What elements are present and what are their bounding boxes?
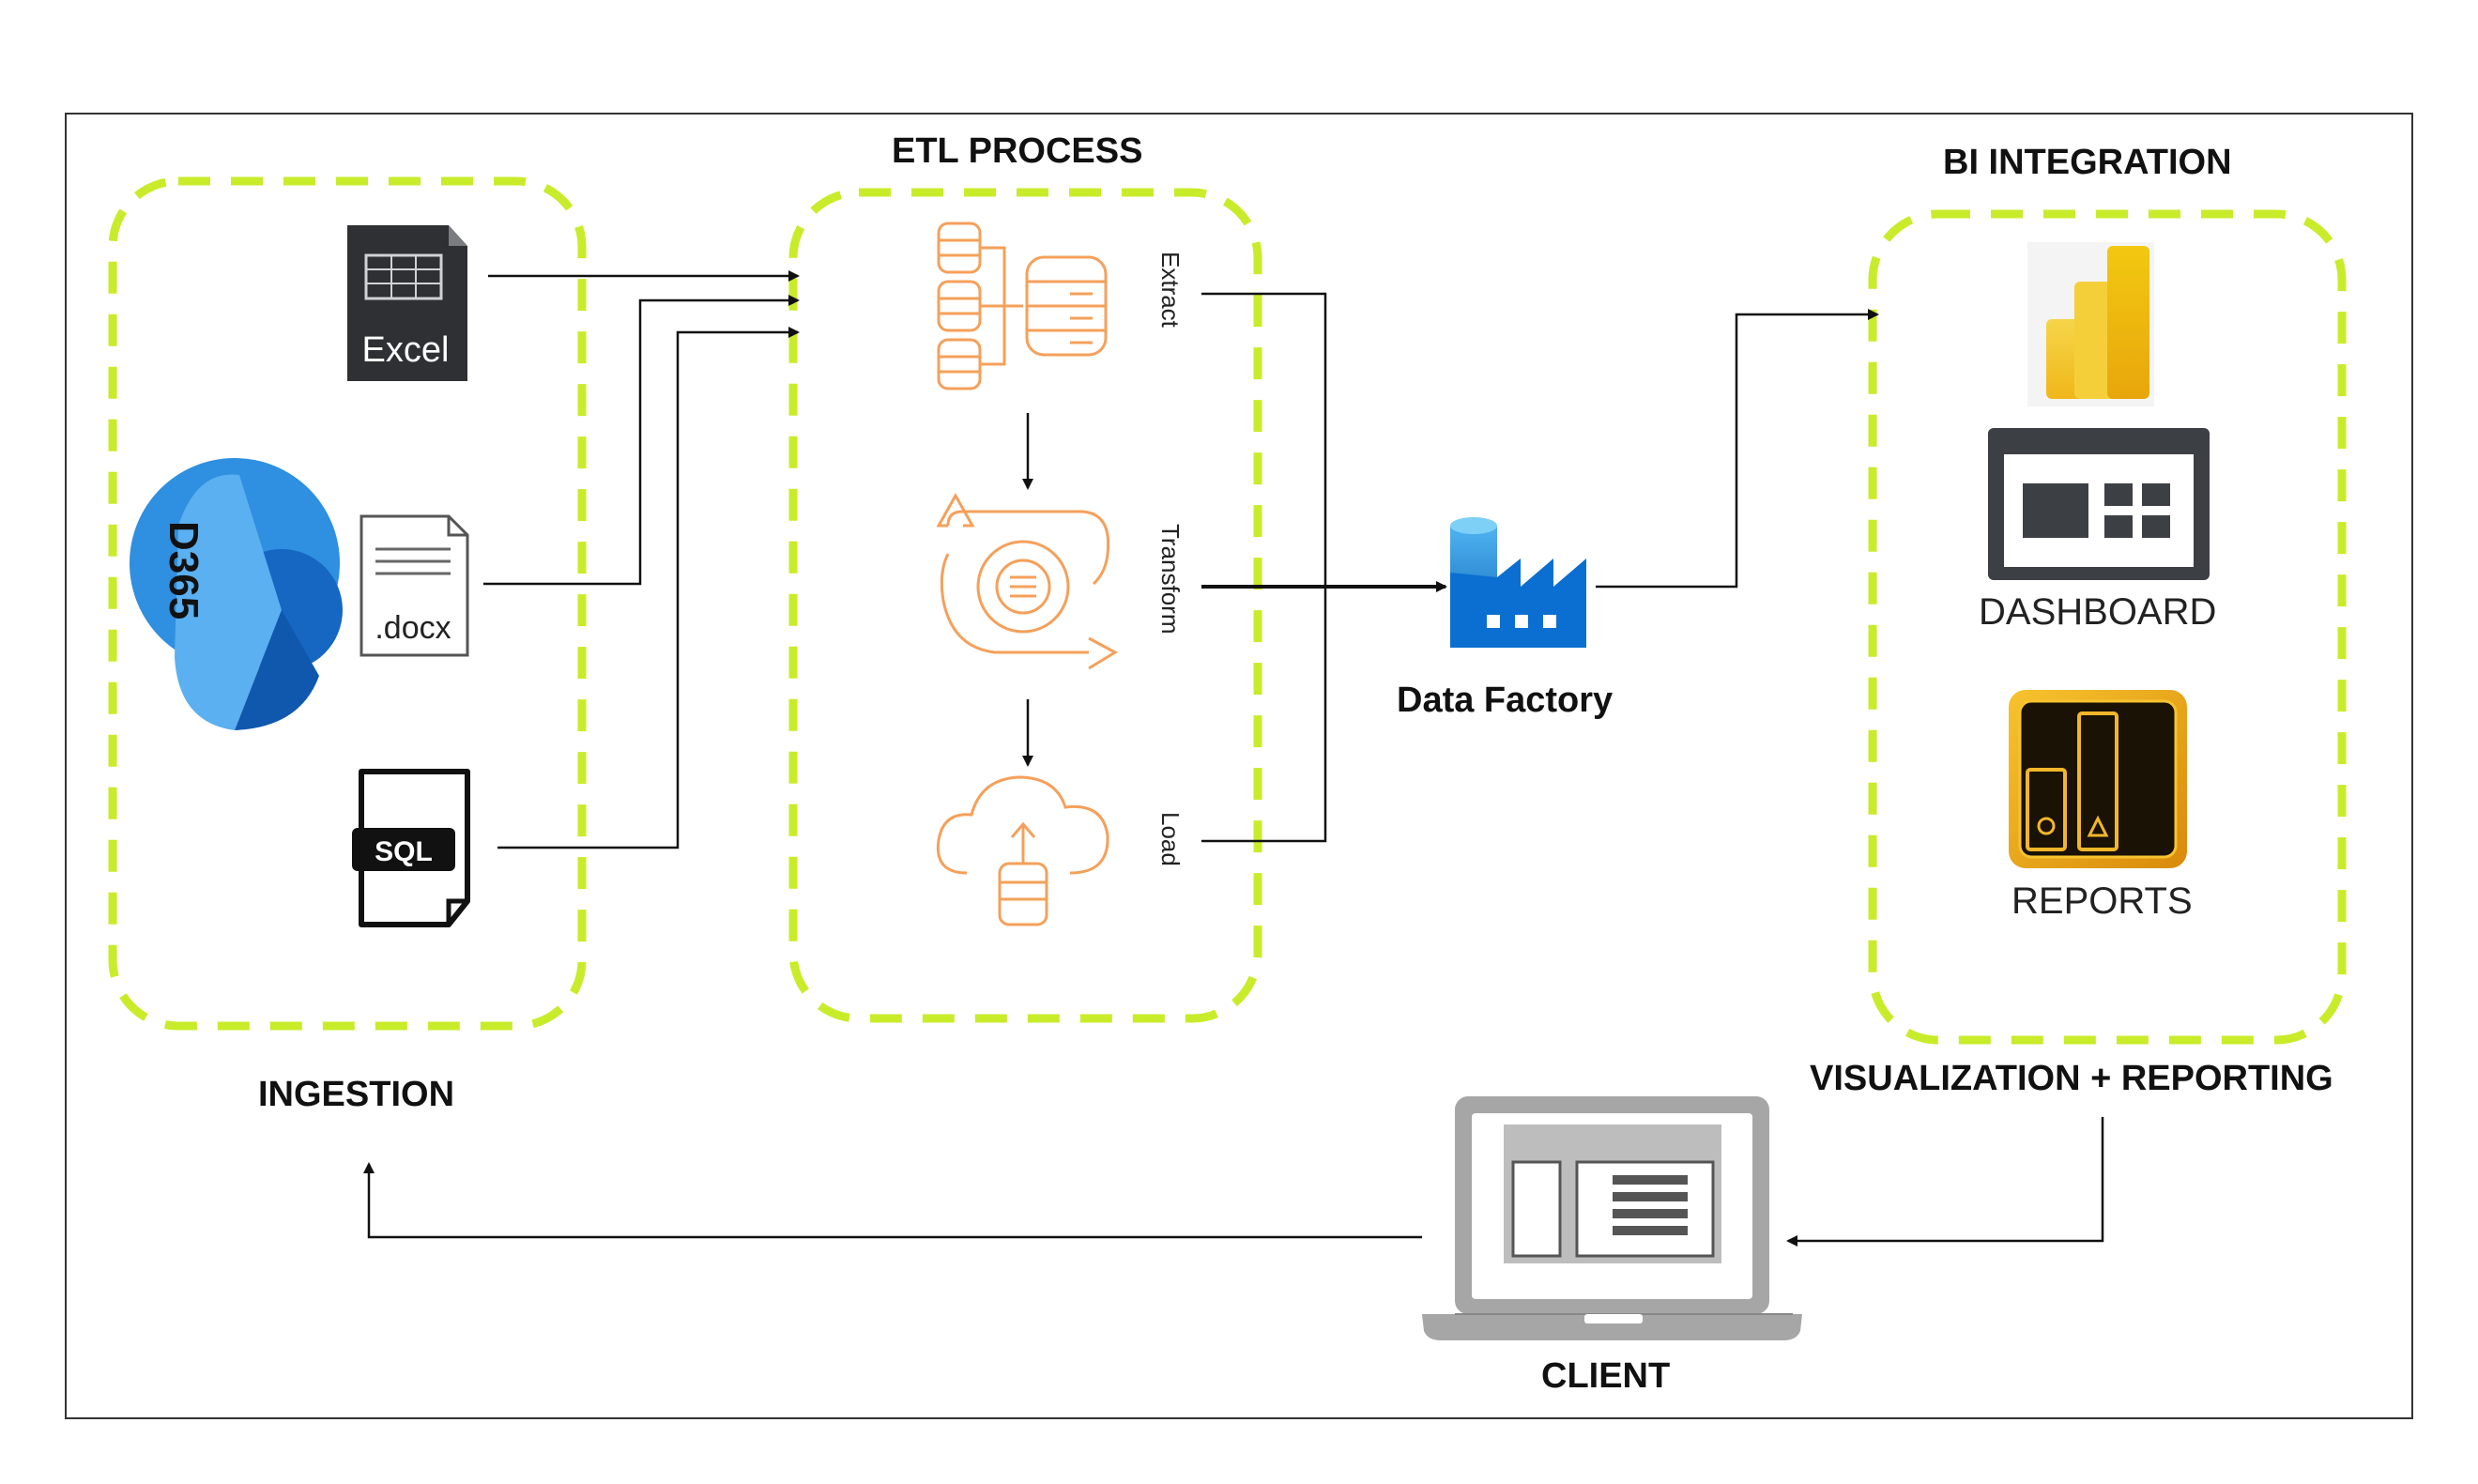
reports-label: REPORTS	[2011, 880, 2193, 922]
ingestion-group	[108, 176, 587, 1031]
d365-label: D365	[161, 521, 206, 620]
docx-to-etl-arrow	[483, 295, 800, 586]
load-cloud-icon	[936, 775, 1109, 926]
power-bi-icon	[2027, 242, 2154, 406]
docx-icon: .docx	[359, 514, 469, 657]
dashboard-icon	[1988, 428, 2210, 580]
etl-step-transform: Transform	[1156, 524, 1185, 635]
outer-frame	[65, 113, 2413, 1419]
dashboard-label: DASHBOARD	[1979, 591, 2217, 633]
reports-icon	[2009, 690, 2187, 868]
visualization-heading: VISUALIZATION + REPORTING	[1810, 1059, 2333, 1098]
extract-database-icon	[937, 222, 1108, 390]
etl-group	[788, 188, 1262, 1023]
client-heading: CLIENT	[1541, 1356, 1671, 1396]
etl-step-extract: Extract	[1156, 252, 1185, 328]
sql-icon: SQL	[352, 769, 470, 927]
sql-to-etl-arrow	[497, 327, 800, 849]
visualization-to-client-arrow	[1786, 1117, 2104, 1247]
client-to-ingestion-arrow	[363, 1162, 1422, 1239]
ingestion-heading: INGESTION	[258, 1075, 455, 1114]
data-factory-icon	[1450, 517, 1586, 648]
bi-group	[1868, 209, 2347, 1045]
etl-step-load: Load	[1156, 812, 1185, 866]
data-factory-label: Data Factory	[1397, 681, 1614, 720]
laptop-icon	[1422, 1096, 1802, 1340]
excel-icon: Excel	[347, 225, 467, 381]
sql-label: SQL	[375, 836, 433, 867]
bi-heading: BI INTEGRATION	[1943, 143, 2232, 182]
datafactory-to-bi-arrow	[1596, 309, 1879, 589]
docx-label: .docx	[375, 610, 451, 646]
d365-icon: D365	[130, 458, 343, 730]
excel-label: Excel	[362, 330, 450, 370]
etl-heading: ETL PROCESS	[892, 131, 1143, 171]
extract-connector	[1201, 292, 1327, 843]
transform-cycle-icon	[936, 492, 1119, 670]
